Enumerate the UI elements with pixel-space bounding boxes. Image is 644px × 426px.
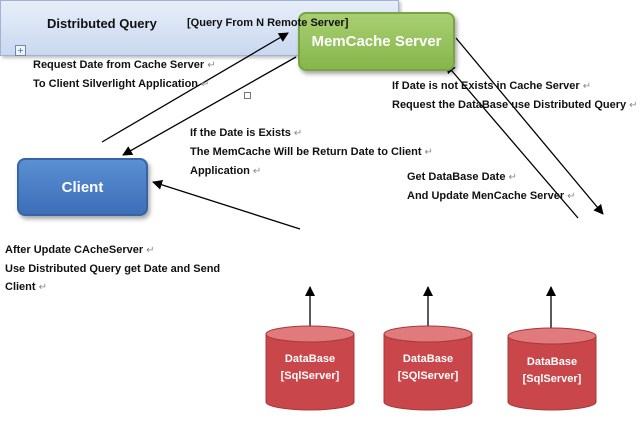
database-cylinder-2 [383,325,473,411]
memcache-server-node: MemCache Server [298,12,455,71]
return-mark-icon: ↵ [424,147,433,158]
note-line: If the Date is Exists [190,127,291,139]
note-line: Request the DataBase use Distributed Que… [392,99,627,111]
note-line: Client [5,281,36,293]
note-line: And Update MenCache Server [407,190,565,202]
database-name: DataBase [526,356,578,368]
arrow-memcache-to-query [455,37,604,215]
return-mark-icon: ↵ [293,128,303,139]
database-type: [SqlServer] [280,370,340,382]
note-if-not-exists: If Date is not Exists in Cache Server↵ R… [392,77,638,115]
note-request-date: Request Date from Cache Server↵ To Clien… [33,56,216,94]
return-mark-icon: ↵ [508,172,517,183]
return-mark-icon: ↵ [38,282,47,293]
note-line: Get DataBase Date [407,171,506,183]
return-mark-icon: ↵ [207,60,216,71]
return-mark-icon: ↵ [201,79,210,90]
return-mark-icon: ↵ [252,166,262,177]
database-name: DataBase [284,353,336,365]
database-cylinder-1 [265,325,355,411]
note-if-exists: If the Date is Exists↵ The MemCache Will… [190,124,433,181]
return-mark-icon: ↵ [629,100,638,111]
note-line: If Date is not Exists in Cache Server [392,80,580,92]
database-type: [SQlServer] [397,370,459,382]
memcache-server-label: MemCache Server [311,33,442,50]
anchor-move-icon: + [15,45,26,56]
note-line: Application [190,165,250,177]
client-node: Client [17,158,148,216]
client-label: Client [61,178,104,196]
note-get-database: Get DataBase Date↵ And Update MenCache S… [407,168,576,206]
database-type: [SqlServer] [522,373,582,385]
database-name: DataBase [402,353,454,365]
arrow-memcache-to-client [122,56,297,156]
note-line: After Update CAcheServer [5,244,144,256]
resize-handle-icon [244,92,251,99]
database-label-1: DataBase [SqlServer] [265,351,355,385]
database-label-3: DataBase [SqlServer] [507,354,597,388]
arrow-client-to-memcache [101,32,289,143]
return-mark-icon: ↵ [582,81,592,92]
arrow-query-to-memcache [445,63,579,219]
return-mark-icon: ↵ [567,191,576,202]
distributed-query-subtitle: [Query From N Remote Server] [187,17,349,29]
arrow-query-to-client [152,179,301,230]
note-line: Use Distributed Query get Date and Send [5,263,221,275]
note-line: To Client Silverlight Application [33,78,199,90]
note-line: Request Date from Cache Server [33,59,205,71]
database-cylinder-3 [507,327,597,411]
database-label-2: DataBase [SQlServer] [383,351,473,385]
return-mark-icon: ↵ [146,245,155,256]
distributed-query-title: Distributed Query [47,16,157,31]
note-line: The MemCache Will be Return Date to Clie… [190,146,422,158]
note-after-update: After Update CAcheServer↵ Use Distribute… [5,241,220,297]
